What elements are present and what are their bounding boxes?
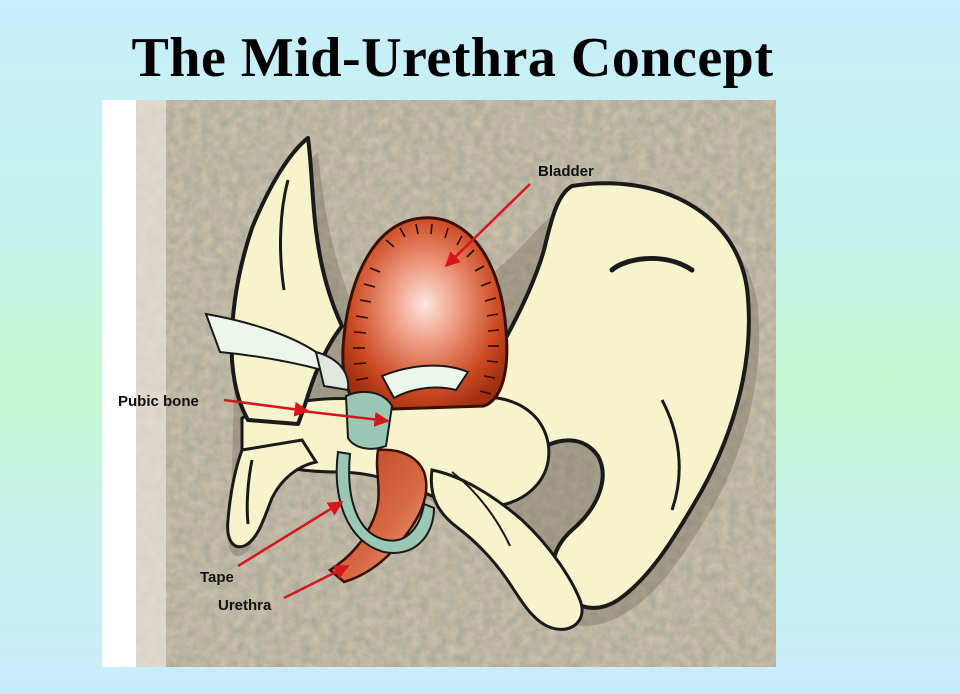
right-ischium bbox=[429, 468, 584, 631]
pubic-bone-label: Pubic bone bbox=[118, 393, 199, 410]
urethra-label: Urethra bbox=[218, 597, 272, 614]
tape-arrow bbox=[237, 500, 344, 568]
bladder-label: Bladder bbox=[538, 163, 594, 180]
pubic-bone-arrow-2 bbox=[301, 409, 390, 427]
bladder bbox=[341, 216, 509, 412]
urethra bbox=[327, 448, 428, 584]
pointer-arrows bbox=[223, 183, 531, 600]
pelvis-illustration: Bladder Pubic bone Tape Urethra bbox=[102, 100, 776, 667]
slide-title: The Mid-Urethra Concept bbox=[131, 27, 774, 89]
tape-label: Tape bbox=[200, 569, 234, 586]
urethra-arrow bbox=[283, 564, 350, 600]
left-white-margin bbox=[102, 100, 136, 667]
pelvis-diagram-svg: Bladder Pubic bone Tape Urethra bbox=[102, 100, 776, 667]
bladder-arrow bbox=[444, 183, 531, 268]
tape-sling bbox=[204, 312, 470, 554]
pubic-bone-arrow-1 bbox=[223, 398, 310, 417]
